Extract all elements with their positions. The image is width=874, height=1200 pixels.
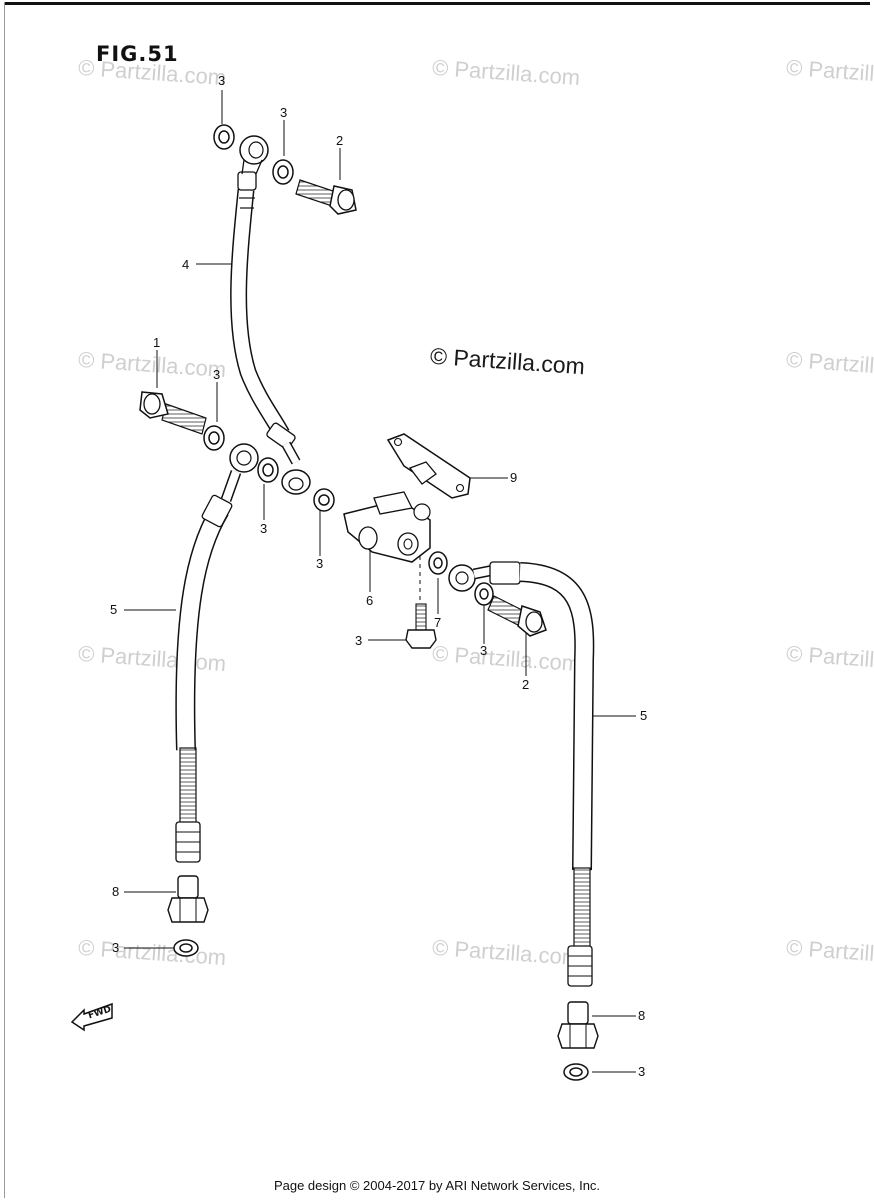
callout-3: 3 [316, 556, 324, 571]
callout-3: 3 [218, 73, 226, 88]
callout-8: 8 [638, 1008, 646, 1023]
union-bolt-left [139, 391, 207, 435]
brake-hose-left [175, 443, 259, 863]
callout-3: 3 [480, 643, 488, 658]
top-border [4, 2, 870, 5]
footer-copyright: Page design © 2004-2017 by ARI Network S… [273, 1178, 601, 1193]
union-bolt-right [487, 595, 547, 637]
brake-hose-right [448, 561, 595, 987]
bracket [386, 433, 471, 499]
callout-4: 4 [182, 257, 190, 272]
callout-1: 1 [153, 335, 161, 350]
union-bolt-top [295, 179, 357, 215]
fitting-right [557, 1001, 599, 1049]
screw [405, 603, 437, 649]
callout-7: 3 [355, 633, 363, 648]
callout-9: 9 [510, 470, 518, 485]
left-border [4, 2, 5, 1198]
forward-arrow-icon [70, 1002, 113, 1032]
callout-3: 3 [112, 940, 120, 955]
brake-hose-upper [230, 171, 301, 465]
fitting-left [167, 875, 209, 923]
figure-title: FIG.51 [96, 42, 179, 66]
callout-3: 3 [213, 367, 221, 382]
callout-6: 6 [366, 593, 374, 608]
callout-5: 5 [110, 602, 118, 617]
callout-3: 7 [434, 615, 442, 630]
callout-3: 3 [260, 521, 268, 536]
callout-5: 5 [640, 708, 648, 723]
brake-joint [343, 491, 431, 563]
leader-lines [124, 90, 636, 1073]
banjo-fitting-top [239, 135, 269, 175]
callout-3: 3 [280, 105, 288, 120]
callout-3: 3 [638, 1064, 646, 1079]
callout-2: 2 [522, 677, 530, 692]
banjo-fitting-mid [281, 469, 311, 495]
callout-8: 8 [112, 884, 120, 899]
washers [173, 124, 589, 1081]
callout-2: 2 [336, 133, 344, 148]
